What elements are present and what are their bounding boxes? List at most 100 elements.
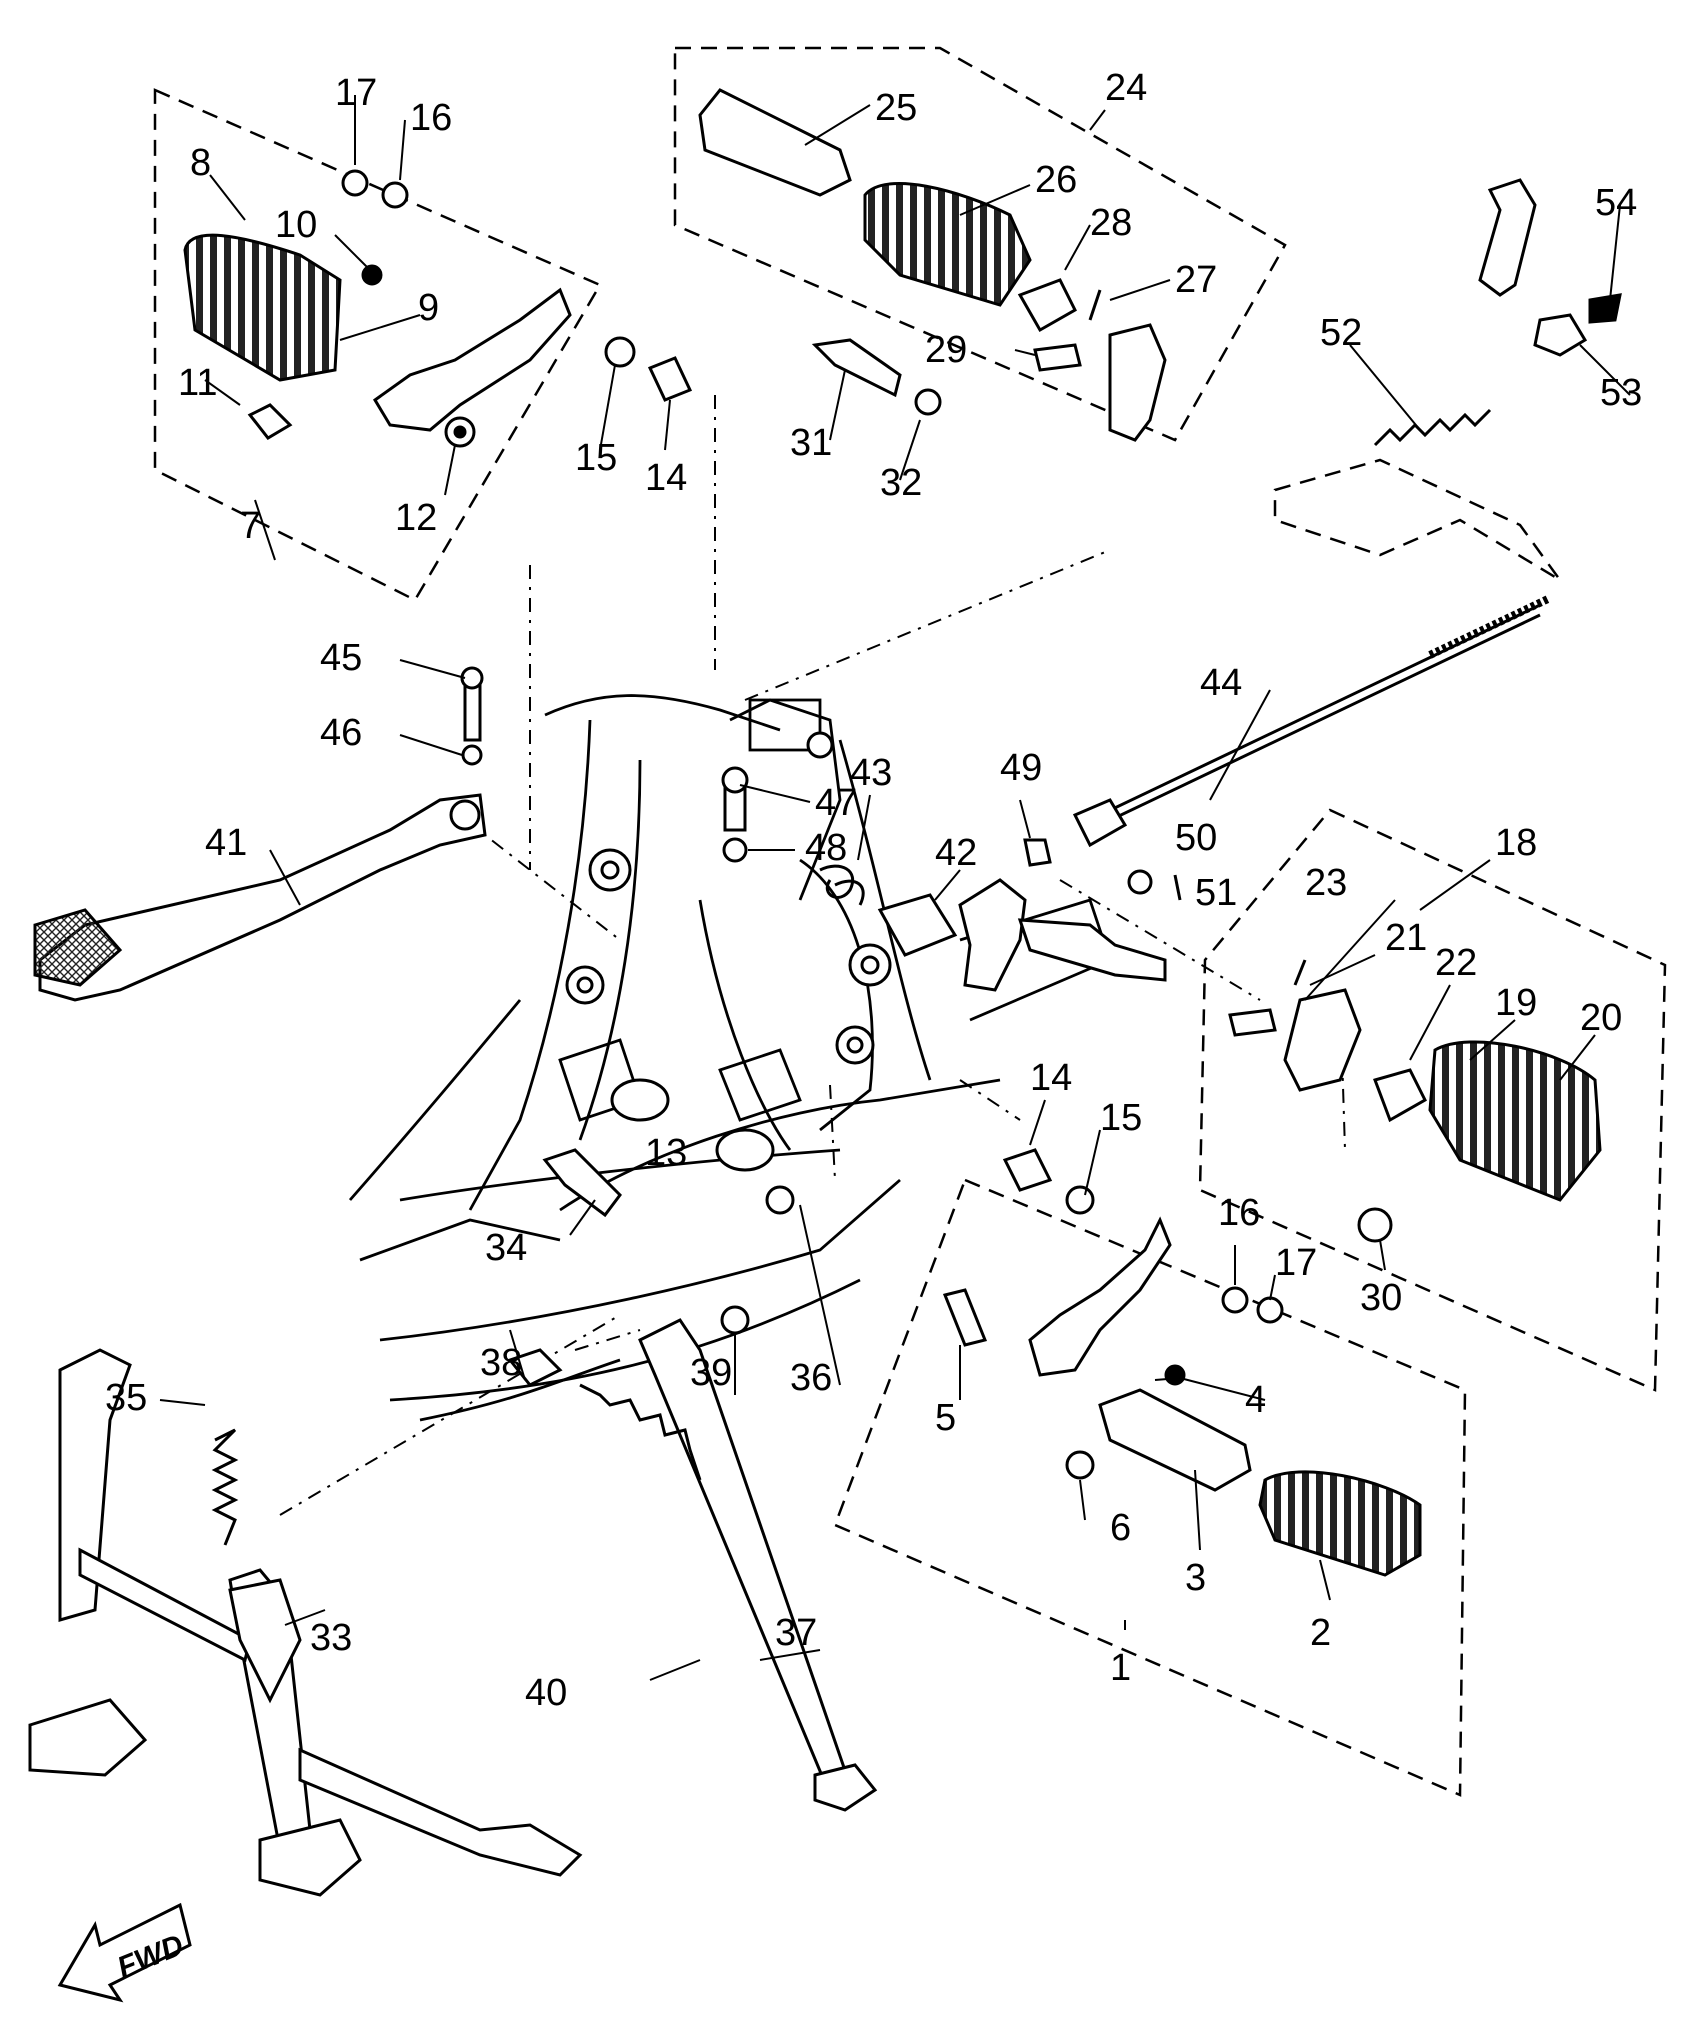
- callout-6: 6: [1110, 1507, 1131, 1549]
- bolt-34: [542, 1148, 622, 1218]
- washer-16: [381, 181, 409, 209]
- callout-54: 54: [1595, 182, 1637, 224]
- bracket-18: [1283, 988, 1362, 1092]
- callout-14b: 14: [1030, 1057, 1072, 1099]
- washer-16b: [1221, 1286, 1249, 1314]
- group-outlines: [153, 46, 1667, 1797]
- callout-16a: 16: [410, 97, 452, 139]
- spring-35: [211, 1428, 239, 1546]
- collar-15: [604, 336, 636, 368]
- plate-28: [1017, 278, 1077, 333]
- cotter-27: [1088, 289, 1102, 321]
- spring-52: [1373, 408, 1492, 447]
- callout-45: 45: [320, 637, 362, 679]
- washer-6: [1065, 1450, 1095, 1480]
- leader-lines: [159, 95, 1631, 1681]
- alignment-lines: [279, 395, 1346, 1516]
- fwd-arrow: FWD: [57, 1902, 192, 2003]
- callout-8: 8: [190, 142, 211, 184]
- callout-labels: 1 2 3 4 5 6 7 8 9 10 11 12 13 14 14 15 1…: [105, 67, 1642, 1714]
- brake-rod-44: [1072, 594, 1552, 848]
- bushing-14b: [1002, 1148, 1053, 1192]
- callout-10: 10: [275, 204, 317, 246]
- callout-47: 47: [815, 782, 857, 824]
- nut-30: [1357, 1207, 1393, 1243]
- callout-18: 18: [1495, 822, 1537, 864]
- callout-44: 44: [1200, 662, 1242, 704]
- callout-37: 37: [775, 1612, 817, 1654]
- shift-link-outline: [1273, 458, 1562, 582]
- spring-40: [579, 1383, 702, 1481]
- shaft-42: [877, 893, 958, 957]
- pedal-pad: [33, 908, 123, 987]
- callout-15a: 15: [575, 437, 617, 479]
- plate-3: [1098, 1388, 1252, 1492]
- callout-31: 31: [790, 422, 832, 464]
- callout-27: 27: [1175, 259, 1217, 301]
- callout-13: 13: [645, 1132, 687, 1174]
- cotter-51: [1173, 874, 1182, 901]
- callout-17b: 17: [1275, 1242, 1317, 1284]
- callout-4: 4: [1245, 1379, 1266, 1421]
- collar-15b: [1065, 1185, 1095, 1215]
- nut-36: [765, 1185, 795, 1215]
- footrest-assembly-1: [942, 1148, 1422, 1577]
- footrest-rubber-2: [1258, 1470, 1422, 1577]
- callout-16b: 16: [1218, 1192, 1260, 1234]
- callout-21: 21: [1385, 917, 1427, 959]
- callout-5: 5: [935, 1397, 956, 1439]
- callout-12: 12: [395, 497, 437, 539]
- callout-39: 39: [690, 1352, 732, 1394]
- footrest-assembly-7: [183, 169, 693, 448]
- side-stand-37: [638, 1318, 878, 1812]
- plate-22: [1373, 1068, 1427, 1123]
- clevis-44: [1072, 798, 1128, 848]
- callout-51: 51: [1195, 872, 1237, 914]
- callout-48: 48: [805, 827, 847, 869]
- frame-bosses: [565, 731, 892, 1172]
- group-18-outline: [1198, 808, 1667, 1392]
- pin-11: [247, 403, 293, 440]
- washer-32: [914, 388, 942, 416]
- spring-43: [819, 864, 865, 906]
- callout-53: 53: [1600, 372, 1642, 414]
- shaft-25: [698, 88, 852, 197]
- nut-39: [720, 1305, 750, 1335]
- rod-thread: [1428, 594, 1552, 659]
- footrest-rubber-8: [183, 233, 342, 382]
- knob-53: [1533, 313, 1588, 357]
- pin-49: [1023, 838, 1052, 867]
- callout-33: 33: [310, 1617, 352, 1659]
- callout-14a: 14: [645, 457, 687, 499]
- callout-32: 32: [880, 462, 922, 504]
- callout-1: 1: [1110, 1647, 1131, 1689]
- spring-ball-4: [1164, 1364, 1186, 1386]
- pin-29: [1033, 343, 1082, 372]
- cotter-21: [1293, 959, 1307, 986]
- callout-7: 7: [240, 505, 261, 547]
- callout-3: 3: [1185, 1557, 1206, 1599]
- bracket-24b: [1108, 323, 1167, 442]
- footrest-rubber-26: [863, 182, 1032, 307]
- callout-42: 42: [935, 832, 977, 874]
- callout-29: 29: [925, 329, 967, 371]
- callout-43: 43: [850, 752, 892, 794]
- callout-35: 35: [105, 1377, 147, 1419]
- brake-shaft-assembly: [721, 766, 1182, 992]
- footrest-assembly-18: [1228, 959, 1602, 1243]
- clip-54: [1588, 293, 1622, 324]
- callout-19: 19: [1495, 982, 1537, 1024]
- callout-34: 34: [485, 1227, 527, 1269]
- callout-49: 49: [1000, 747, 1042, 789]
- callout-24: 24: [1105, 67, 1147, 109]
- spring-ball-10: [361, 264, 383, 286]
- pin-5: [942, 1288, 988, 1347]
- nut-17b: [1256, 1296, 1284, 1324]
- washer-46: [461, 744, 483, 766]
- group-1-outline: [833, 1178, 1467, 1797]
- shift-rod-assembly: [1373, 178, 1622, 447]
- footrest-assembly-24: [698, 88, 1167, 442]
- footrest-rubber-20: [1428, 1040, 1602, 1202]
